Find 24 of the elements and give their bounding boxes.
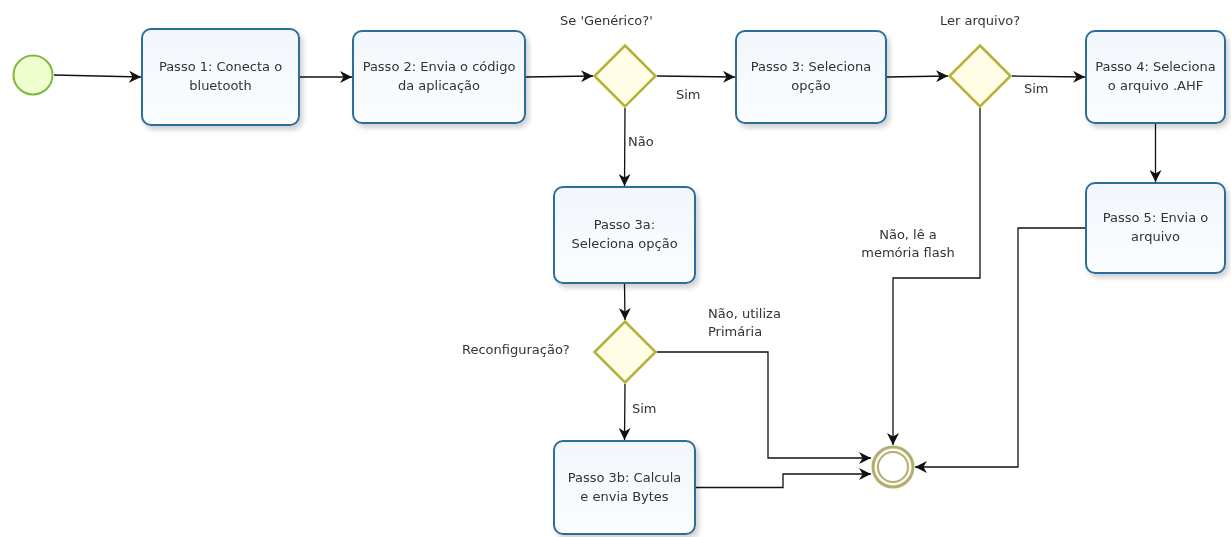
arrow bbox=[525, 70, 594, 83]
arrow bbox=[1011, 70, 1086, 83]
arrow bbox=[53, 70, 142, 83]
arrow bbox=[656, 70, 736, 83]
process-box: Passo 5: Envia o arquivo bbox=[1085, 182, 1226, 274]
process-box: Passo 3a: Seleciona opção bbox=[553, 186, 696, 284]
decision-label: Se 'Genérico?' bbox=[560, 13, 653, 28]
decision-label: Reconfiguração? bbox=[462, 342, 570, 357]
arrow bbox=[886, 70, 949, 83]
process-box: Passo 4: Seleciona o arquivo .AHF bbox=[1085, 30, 1226, 124]
process-box: Passo 3: Seleciona opção bbox=[735, 30, 887, 124]
arrow bbox=[695, 468, 872, 489]
process-box: Passo 1: Conecta o bluetooth bbox=[141, 28, 300, 126]
arrow bbox=[618, 383, 631, 441]
arrow bbox=[914, 227, 1086, 473]
process-box: Passo 3b: Calcula e envia Bytes bbox=[553, 440, 696, 535]
arrow bbox=[299, 71, 353, 83]
arrow bbox=[1149, 123, 1162, 183]
arrow bbox=[618, 283, 631, 321]
process-box: Passo 2: Envia o código da aplicação bbox=[352, 30, 526, 124]
arrow bbox=[618, 107, 631, 187]
arrow bbox=[656, 351, 872, 464]
decision-label: Ler arquivo? bbox=[940, 13, 1021, 28]
arrow bbox=[887, 107, 981, 446]
